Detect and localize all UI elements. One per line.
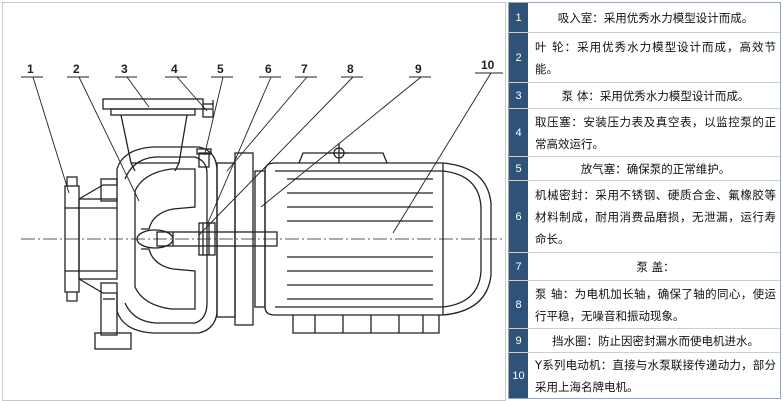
parts-table-row: 5 放气塞：确保泵的正常维护。 <box>509 157 780 181</box>
row-description-text: 机械密封：采用不锈钢、硬质合金、氟橡胶等材料制成，耐用消费品磨损，无泄漏，运行寿… <box>535 187 776 246</box>
row-description-text: 取压塞：安装压力表及真空表，以监控泵的正常高效运行。 <box>535 114 776 151</box>
pump-cross-section-drawing: 1 2 3 4 5 6 7 8 9 10 <box>2 2 506 401</box>
row-number: 9 <box>509 329 529 352</box>
pump-drawing-svg: 1 2 3 4 5 6 7 8 9 10 <box>21 58 503 350</box>
parts-table-row: 1 吸入室：采用优秀水力模型设计而成。 <box>509 3 780 33</box>
row-number: 7 <box>509 253 529 280</box>
row-description-text: 泵 体：采用优秀水力模型设计而成。 <box>561 88 750 103</box>
parts-description-table: 1 吸入室：采用优秀水力模型设计而成。 2 叶 轮：采用优秀水力模型设计而成，高… <box>508 2 781 399</box>
callout-leader-lines <box>21 72 503 236</box>
row-description: 放气塞：确保泵的正常维护。 <box>529 157 780 180</box>
impeller-part <box>134 168 196 310</box>
row-description-text: Y系列电动机：直接与水泵联接传递动力，部分采用上海名牌电机。 <box>535 357 776 394</box>
row-number: 4 <box>509 109 529 156</box>
electric-motor-part <box>264 152 492 334</box>
row-description: Y系列电动机：直接与水泵联接传递动力，部分采用上海名牌电机。 <box>529 353 780 398</box>
suction-inlet-part <box>64 176 118 302</box>
parts-table-row: 6 机械密封：采用不锈钢、硬质合金、氟橡胶等材料制成，耐用消费品磨损，无泄漏，运… <box>509 181 780 253</box>
row-description-text: 放气塞：确保泵的正常维护。 <box>580 161 731 176</box>
callout-label-4: 4 <box>171 62 178 76</box>
row-description: 挡水圈：防止因密封漏水而使电机进水。 <box>529 329 780 352</box>
discharge-outlet-part <box>102 98 214 172</box>
row-number: 8 <box>509 281 529 328</box>
callout-label-2: 2 <box>73 62 80 76</box>
row-number: 5 <box>509 157 529 180</box>
parts-table-row: 2 叶 轮：采用优秀水力模型设计而成，高效节能。 <box>509 33 780 83</box>
row-description: 吸入室：采用优秀水力模型设计而成。 <box>529 3 780 32</box>
row-description-text: 叶 轮：采用优秀水力模型设计而成，高效节能。 <box>535 39 776 76</box>
row-description: 泵 盖： <box>529 253 780 280</box>
callout-label-10: 10 <box>481 58 495 72</box>
callout-label-8: 8 <box>347 62 354 76</box>
callout-label-9: 9 <box>415 62 422 76</box>
row-number: 10 <box>509 353 529 398</box>
row-description-text: 挡水圈：防止因密封漏水而使电机进水。 <box>552 333 759 348</box>
row-description: 泵 体：采用优秀水力模型设计而成。 <box>529 83 780 108</box>
row-number: 6 <box>509 181 529 252</box>
callout-label-1: 1 <box>27 62 34 76</box>
pump-shaft-part <box>156 231 278 247</box>
parts-table-row: 9 挡水圈：防止因密封漏水而使电机进水。 <box>509 329 780 353</box>
callout-label-6: 6 <box>265 62 272 76</box>
row-description-text: 吸入室：采用优秀水力模型设计而成。 <box>557 10 754 25</box>
row-description: 取压塞：安装压力表及真空表，以监控泵的正常高效运行。 <box>529 109 780 156</box>
parts-table-row: 3 泵 体：采用优秀水力模型设计而成。 <box>509 83 780 109</box>
vent-and-pressure-plugs <box>196 108 214 168</box>
mechanical-seal-part <box>198 222 216 256</box>
row-description-text: 泵 盖： <box>636 259 675 274</box>
pump-cover-part <box>216 152 254 326</box>
water-slinger-part <box>254 143 349 308</box>
row-description: 叶 轮：采用优秀水力模型设计而成，高效节能。 <box>529 33 780 82</box>
pump-casing-part <box>94 146 218 350</box>
row-number: 1 <box>509 3 529 32</box>
parts-table-row: 7 泵 盖： <box>509 253 780 281</box>
callout-label-5: 5 <box>217 62 224 76</box>
parts-table-row: 4 取压塞：安装压力表及真空表，以监控泵的正常高效运行。 <box>509 109 780 157</box>
row-description: 机械密封：采用不锈钢、硬质合金、氟橡胶等材料制成，耐用消费品磨损，无泄漏，运行寿… <box>529 181 780 252</box>
row-number: 2 <box>509 33 529 82</box>
row-description-text: 泵 轴：为电机加长轴，确保了轴的同心，使运行平稳，无噪音和振动现象。 <box>535 286 776 323</box>
parts-table-row: 8 泵 轴：为电机加长轴，确保了轴的同心，使运行平稳，无噪音和振动现象。 <box>509 281 780 329</box>
callout-label-7: 7 <box>301 62 308 76</box>
callout-label-3: 3 <box>121 62 128 76</box>
row-description: 泵 轴：为电机加长轴，确保了轴的同心，使运行平稳，无噪音和振动现象。 <box>529 281 780 328</box>
parts-table-row: 10 Y系列电动机：直接与水泵联接传递动力，部分采用上海名牌电机。 <box>509 353 780 398</box>
row-number: 3 <box>509 83 529 108</box>
